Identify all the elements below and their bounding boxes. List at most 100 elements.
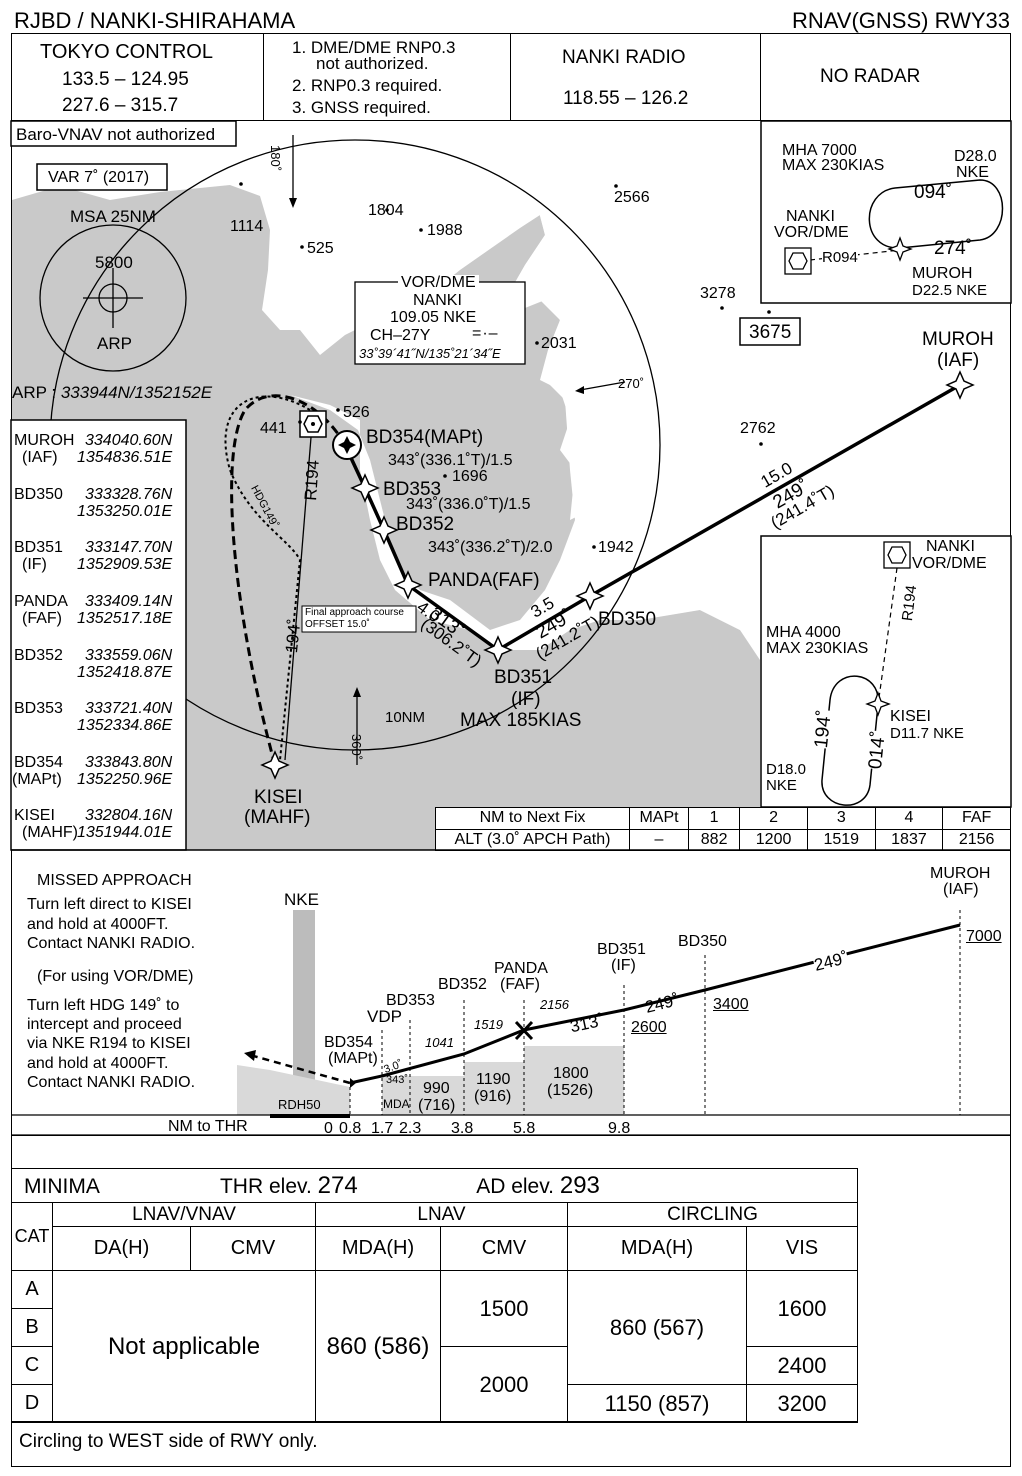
alt-table-h5: 4 [874,807,944,830]
alt-table-h6: FAF [942,807,1011,830]
lnav-vnav-na: Not applicable [52,1270,316,1423]
tokyo-control-label: TOKYO CONTROL [40,41,213,63]
elevation-2762: 2762 [740,420,776,437]
profile-alt-2156: 2156 [540,997,569,1012]
profile-panda-sub: (FAF) [500,976,540,993]
profile-panda: PANDA [494,960,548,977]
hold1-vor-name: NANKI [786,208,835,225]
fix-kisei-symbol [260,750,290,780]
vordme-channel: CH–27Y [370,327,431,344]
profile-mda: MDA [383,1097,410,1111]
fix-coord-lon: 1352250.96E [77,771,173,788]
fix-muroh-symbol [945,370,975,400]
profile-alt-1041: 1041 [425,1035,454,1050]
fix-coord-sub: (IAF) [22,449,58,466]
elevation-1804: 1804 [368,202,404,219]
msa-center: ARP [97,334,132,353]
profile-alt-7000: 7000 [966,928,1002,945]
hold2-vor-name: NANKI [926,538,975,555]
altitude-table: NM to Next Fix MAPt 1 2 3 4 FAF ALT (3.0… [435,807,1011,851]
fix-coord-lon: 1353250.01E [77,503,173,520]
col-cmv-2: CMV [440,1226,568,1271]
fix-muroh-sub: (IAF) [937,350,980,371]
alt-table-r0: ALT (3.0˚ APCH Path) [435,828,630,851]
nm-0-8: 0.8 [339,1120,362,1137]
ad-elev: 293 [559,1171,600,1199]
fix-coord-name: MUROH [14,432,75,449]
fix-coord-sub: (IF) [22,556,47,573]
hold2-dme: D11.7 NKE [890,725,964,742]
hold1-dme: D22.5 NKE [912,282,988,299]
fix-coord-lon: 1351944.01E [77,824,173,841]
ad-label: AD elev. [476,1174,555,1198]
missed-approach-line: MISSED APPROACH [37,872,192,889]
leg-bd354-bd353: 343˚(336.1˚T)/1.5 [388,452,513,469]
range-ring-label: 10NM [385,709,426,726]
vis-c: 2400 [746,1346,858,1385]
col-cmv-1: CMV [190,1226,316,1271]
msa-circle [39,224,187,372]
alt-table-h1: MAPt [629,807,689,830]
fix-coord-lat: 333721.40N [85,700,173,717]
magnetic-variation: VAR 7˚ (2017) [48,169,150,186]
lnav-mda-value: 860 (586) [315,1270,441,1423]
block1-height: (716) [418,1097,456,1114]
block1-alt: 990 [423,1080,450,1097]
baro-vnav-note: Baro-VNAV not authorized [16,125,216,144]
sea-area [290,140,760,650]
fix-bd352-symbol [369,515,399,545]
lnav-cmv-ab: 1500 [440,1270,568,1347]
fix-coord-lat: 333559.06N [85,647,173,664]
vis-ab: 1600 [746,1270,858,1347]
fix-coord-sub: (FAF) [22,610,62,627]
note-1b: not authorized. [316,54,429,73]
fix-coord-sub: (MAHF) [22,824,78,841]
alt-table-r4: 1519 [806,828,876,851]
missed-approach-line: Turn left HDG 149˚ to [27,997,180,1014]
fix-bd353-symbol [350,473,380,503]
elevation-1942: 1942 [598,539,634,556]
profile-nke: NKE [284,890,319,909]
coastline-land [12,185,760,850]
hold1-vor-type: VOR/DME [774,224,849,241]
tokyo-freq-2: 227.6 – 315.7 [62,95,179,116]
msa-title: MSA 25NM [70,207,156,226]
profile-muroh: MUROH [930,865,991,882]
missed-approach-line: and hold at 4000FT. [27,916,169,933]
radial-180: 180˚ [268,145,283,172]
missed-approach-line: via NKE R194 to KISEI [27,1035,191,1052]
circling-note: Circling to WEST side of RWY only. [19,1431,318,1452]
missed-approach-line: Contact NANKI RADIO. [27,1074,196,1091]
thr-elev: 274 [317,1171,358,1199]
chart-airport-title: RJBD / NANKI-SHIRAHAMA [14,8,296,33]
hold1-max-speed: MAX 230KIAS [782,157,885,174]
alt-table-r3: 1200 [739,828,808,851]
offset-note-2: OFFSET 15.0˚ [305,619,370,630]
hold2-vor-type: VOR/DME [912,555,987,572]
hold2-outbound: 194˚ [811,709,836,750]
nanki-radio-freq: 118.55 – 126.2 [563,88,689,109]
fix-bd350-symbol [575,581,605,611]
fix-kisei-label: KISEI [254,787,303,808]
note-3: 3. GNSS required. [292,98,431,117]
hold1-mha: MHA 7000 [782,142,857,159]
fix-coordinates-panel [10,419,187,851]
hold1-radial: R094 [822,249,858,266]
profile-bd351: BD351 [597,941,646,958]
block2-height: (916) [474,1088,512,1105]
fix-panda-symbol [393,570,423,600]
hold1-d28: D28.0 [954,148,997,165]
circ-mda-d: 1150 (857) [567,1384,747,1423]
alt-table-h3: 2 [739,807,808,830]
max-elevation: 3675 [749,322,792,343]
fix-kisei-sub: (MAHF) [244,807,311,828]
vordme-coord: 33˚39´41˝N/135˚21´34˝E [359,346,501,361]
block2-alt: 1190 [476,1071,511,1088]
fix-panda-label: PANDA(FAF) [428,570,540,591]
fix-coord-lon: 1354836.51E [77,449,173,466]
radial-r194: R194 [301,459,323,502]
circ-mda-abc: 860 (567) [567,1270,747,1385]
elevation-3278: 3278 [700,285,736,302]
group-lnav-vnav: LNAV/VNAV [52,1202,316,1227]
missed-approach-line: Contact NANKI RADIO. [27,935,196,952]
